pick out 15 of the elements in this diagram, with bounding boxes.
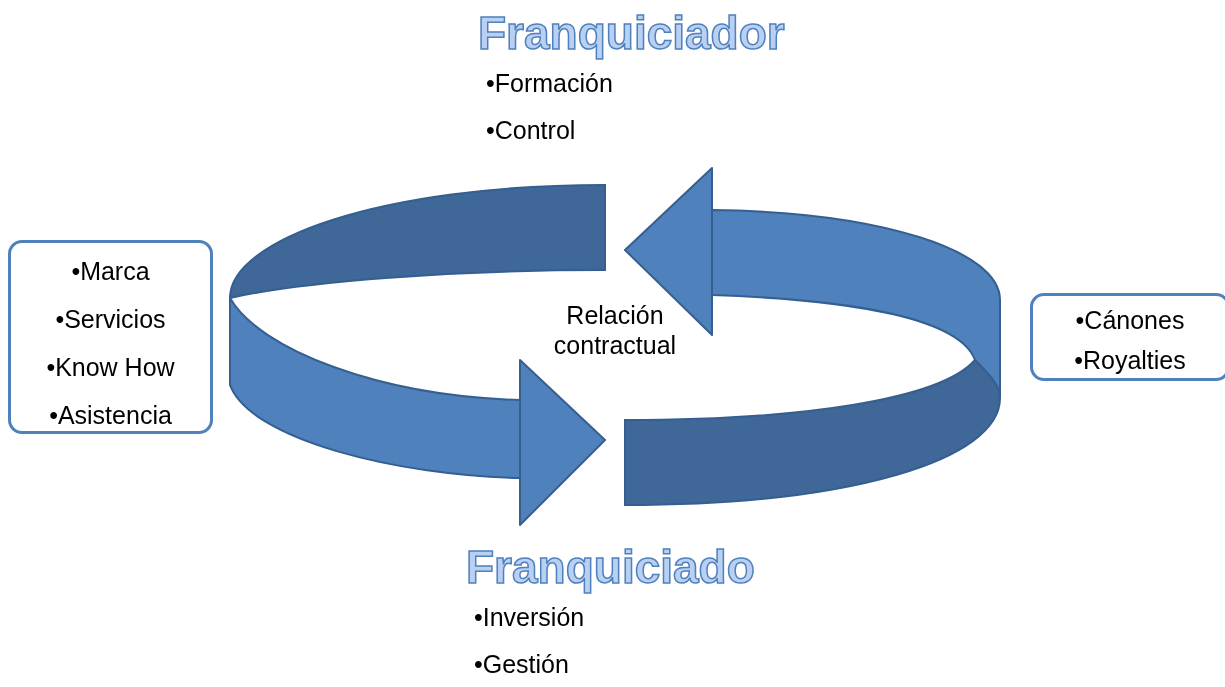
party-title: Franquiciado bbox=[466, 540, 755, 594]
bullet-item: •Control bbox=[486, 115, 576, 146]
rounded-box bbox=[1030, 293, 1225, 381]
bullet-item: •Cánones bbox=[1075, 305, 1185, 336]
party-title: Franquiciador bbox=[478, 6, 785, 60]
bullet-item: •Royalties bbox=[1074, 345, 1186, 376]
bullet-item: •Know How bbox=[46, 352, 175, 383]
bullet-item: •Gestión bbox=[474, 649, 569, 680]
rounded-box bbox=[8, 240, 213, 434]
bullet-item: •Marca bbox=[71, 256, 150, 287]
bullet-item: •Inversión bbox=[474, 602, 585, 633]
bullet-item: •Asistencia bbox=[49, 400, 172, 431]
bullet-item: •Formación bbox=[486, 68, 613, 99]
bullet-item: •Servicios bbox=[55, 304, 166, 335]
center-label: Relación contractual bbox=[552, 300, 678, 360]
